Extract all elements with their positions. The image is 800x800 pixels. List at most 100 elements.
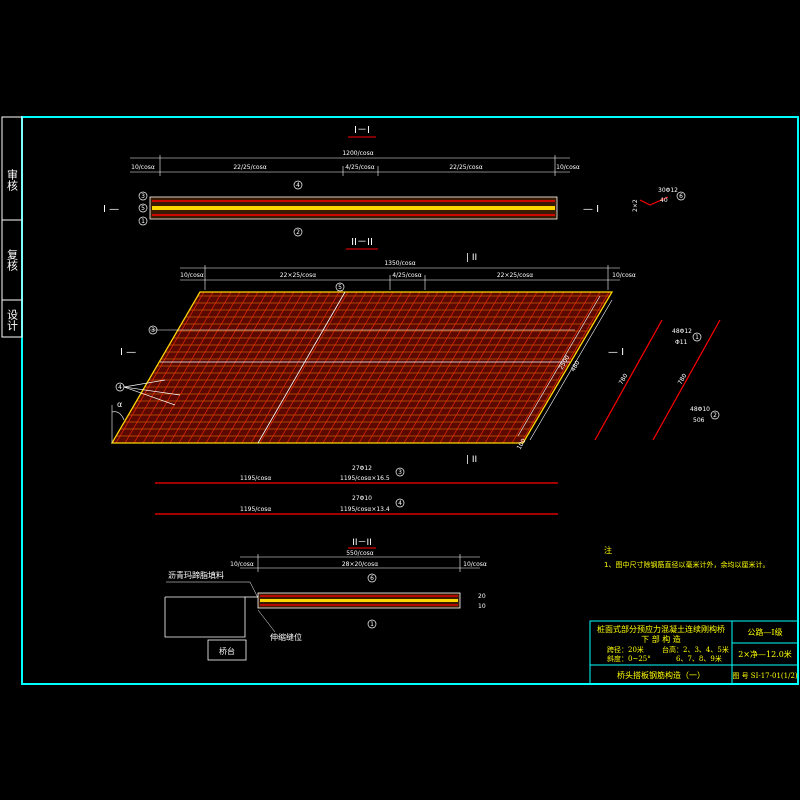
svg-text:1: 1: [695, 334, 699, 341]
mesh-transverse-bar: [295, 292, 385, 443]
section3-total-dim: 550/cosα: [346, 550, 374, 557]
section1-center-dim: 4/25/cosα: [345, 164, 375, 171]
mesh-transverse-bar: [385, 292, 475, 443]
tb-drawing-title: 桥头搭板钢筋构造（一）: [617, 670, 705, 680]
section3-title: II－II: [352, 538, 372, 548]
mesh-transverse-bar: [124, 292, 214, 443]
section1-title: I－I: [354, 125, 370, 136]
mesh-transverse-bar: [475, 292, 565, 443]
plan-rebar-mesh: [112, 292, 612, 443]
side-label-design: 设计: [6, 309, 19, 332]
mesh-transverse-bar: [376, 292, 466, 443]
mesh-transverse-bar: [259, 292, 349, 443]
mesh-transverse-bar: [169, 292, 259, 443]
mesh-transverse-bar: [421, 292, 511, 443]
section3-right-label: 伸缩缝位: [270, 632, 302, 642]
mesh-transverse-bar: [151, 292, 241, 443]
tb-row1-right: 台高：2、3、4、5米: [662, 645, 729, 654]
side-label-check: 复核: [6, 248, 19, 272]
plan-right-dim: 10/cosα: [612, 272, 636, 279]
mesh-transverse-bar: [313, 292, 403, 443]
mesh-transverse-bar: [466, 292, 556, 443]
mesh-transverse-bar: [340, 292, 430, 443]
mesh-transverse-bar: [511, 292, 601, 443]
mesh-transverse-bar: [178, 292, 268, 443]
section3-left-dim: 10/cosα: [230, 561, 254, 568]
mesh-transverse-bar: [484, 292, 574, 443]
tb-project: 桩面式部分预应力混凝土连续刚构桥: [597, 624, 725, 634]
tb-span: 2×净—12.0米: [738, 649, 792, 659]
mesh-transverse-bar: [142, 292, 232, 443]
mesh-transverse-bar: [502, 292, 592, 443]
title-block: [589, 620, 799, 685]
mesh-transverse-bar: [286, 292, 376, 443]
plan-cut-right: — I: [608, 347, 624, 358]
svg-text:3: 3: [398, 469, 402, 476]
section3-right-dim: 10/cosα: [463, 561, 487, 568]
plan-bar-len-a: 780: [618, 372, 630, 386]
bar4-right: 1195/cosα×13.4: [340, 506, 390, 513]
svg-text:1: 1: [370, 621, 374, 628]
mesh-transverse-bar: [412, 292, 502, 443]
mesh-transverse-bar: [223, 292, 313, 443]
tb-row1-left: 跨径：20米: [607, 645, 644, 654]
mesh-transverse-bar: [277, 292, 367, 443]
plan-midleft-dim: 22×25/cosα: [280, 272, 316, 279]
plan-bar-len-b: 780: [677, 372, 689, 386]
section3-bottom-box: [207, 639, 247, 661]
section1-left-dim: 10/cosα: [131, 164, 155, 171]
mesh-transverse-bar: [403, 292, 493, 443]
section1-cut-left: I —: [103, 204, 119, 215]
plan-cut-top: | II: [466, 253, 477, 263]
plan-bar-diag-2: [652, 319, 721, 441]
plan-title: II－II: [351, 237, 373, 248]
plan-balloons: [115, 282, 345, 406]
plan-center-dim: 4/25/cosα: [392, 272, 422, 279]
plan-bar-diag-1: [594, 319, 663, 441]
mesh-transverse-bar: [241, 292, 331, 443]
tb-load: 公路—I级: [747, 627, 782, 637]
mesh-transverse-bar: [331, 292, 421, 443]
plan-bar2-top: 48Φ10: [690, 406, 710, 413]
plan-angle: α: [117, 400, 122, 409]
mesh-transverse-bar: [232, 292, 322, 443]
mesh-transverse-bar: [187, 292, 277, 443]
mesh-transverse-bar: [304, 292, 394, 443]
mesh-transverse-bar: [493, 292, 583, 443]
section1-center-bar: [152, 206, 555, 210]
section1-balloons: [138, 180, 303, 237]
mesh-transverse-bar: [448, 292, 538, 443]
svg-text:4: 4: [118, 384, 122, 391]
plan-bar1-top: 48Φ12: [672, 328, 692, 335]
tb-row2-right: 6、7、8、9米: [676, 654, 722, 663]
mesh-transverse-bar: [358, 292, 448, 443]
section3-bottom-label: 桥台: [219, 646, 235, 656]
section1-midleft-dim: 22/25/cosα: [233, 164, 266, 171]
svg-text:2: 2: [713, 412, 717, 419]
plan-cut-left: I —: [120, 347, 136, 358]
svg-text:2: 2: [296, 229, 300, 236]
plan-bar1-bottom: Φ11: [675, 339, 688, 346]
mesh-transverse-bar: [160, 292, 250, 443]
plan-total-dim: 1350/cosα: [384, 260, 415, 267]
svg-text:3: 3: [141, 193, 145, 200]
plan-left-dim: 10/cosα: [180, 272, 204, 279]
mesh-transverse-bar: [268, 292, 358, 443]
bar3-top: 27Φ12: [352, 465, 372, 472]
svg-text:4: 4: [398, 500, 402, 507]
svg-text:5: 5: [338, 284, 342, 291]
section3-dim-right-2: 10: [478, 603, 486, 610]
section1-detail-top: 30Φ12: [658, 187, 678, 194]
notes-heading: 注: [604, 545, 612, 555]
section1-detail-balloon: 6: [679, 193, 683, 200]
mesh-transverse-bar: [457, 292, 547, 443]
notes-text: 1、图中尺寸除钢筋直径以毫米计外，余均以厘米计。: [604, 560, 769, 569]
plan-bar2-bottom: 506: [693, 417, 705, 424]
section3-mid-dim: 28×20/cosα: [342, 561, 378, 568]
section1-total-dim: 1200/cosα: [342, 150, 373, 157]
bar3-left: 1195/cosα: [240, 475, 271, 482]
section3-abutment: [164, 596, 246, 638]
section1-right-dim: 10/cosα: [556, 164, 580, 171]
mesh-transverse-bar: [250, 292, 340, 443]
